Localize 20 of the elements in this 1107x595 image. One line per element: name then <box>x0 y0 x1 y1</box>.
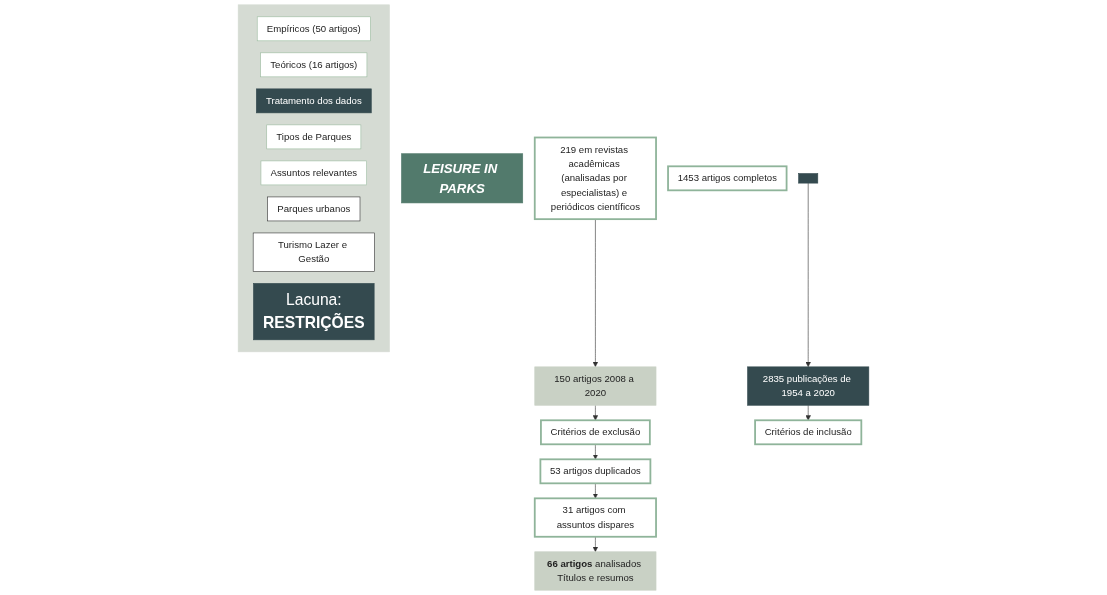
node-box: Critérios de inclusão <box>754 419 863 446</box>
node-box: 219 em revistas acadêmicas (analisadas por especialistas) e periódicos científicos <box>533 136 657 221</box>
node-box: 2835 publicações de 1954 a 2020 <box>747 366 870 406</box>
node-box: 1453 artigos completos <box>667 165 788 192</box>
node-box: Assuntos relevantes <box>260 160 367 186</box>
node-box: Parques urbanos <box>267 196 361 222</box>
node-box: 31 artigos com assuntos dispares <box>533 497 657 538</box>
node-box <box>798 173 819 184</box>
node-box: 66 artigos analisados Títulos e resumos <box>534 551 657 591</box>
node-box: 53 artigos duplicados <box>539 458 652 485</box>
node-box: LEISURE IN PARKS <box>401 153 524 204</box>
node-box: Tipos de Parques <box>266 124 362 150</box>
node-box: Teóricos (16 artigos) <box>260 52 368 78</box>
node-box: Turismo Lazer e Gestão <box>252 232 375 272</box>
cluster <box>237 4 390 353</box>
node-box: 150 artigos 2008 a 2020 <box>534 366 657 406</box>
node-box: Tratamento dos dados <box>256 88 372 114</box>
node-box: Lacuna: RESTRIÇÕES <box>253 283 375 341</box>
node-box: Critérios de exclusão <box>540 419 651 446</box>
node-box: Empíricos (50 artigos) <box>256 16 371 42</box>
